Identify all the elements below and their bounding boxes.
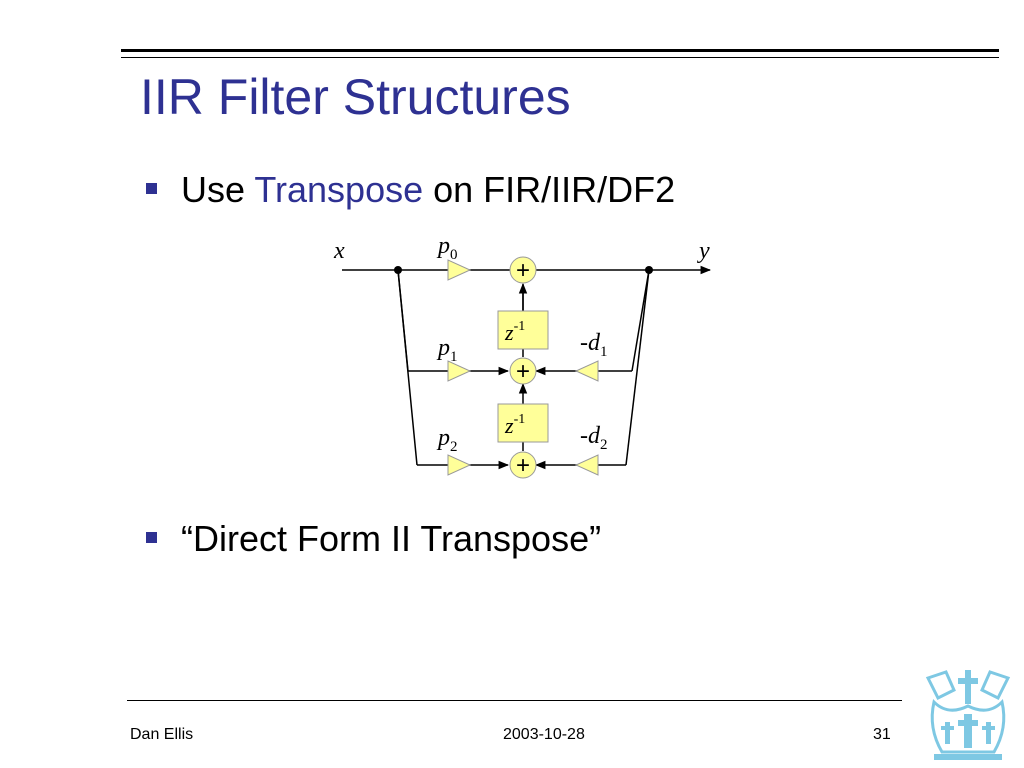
gain-label-p1: p1 (436, 335, 458, 365)
input-branch-2 (397, 269, 418, 466)
adder-2 (509, 451, 537, 479)
feedback-label-d2: -d2 (580, 423, 608, 453)
gain-triangle-d2 (574, 454, 599, 476)
gain-label-p2: p2 (436, 425, 458, 455)
output-label: y (697, 238, 710, 264)
footer-author: Dan Ellis (130, 726, 194, 743)
footer-date: 2003-10-28 (503, 726, 585, 743)
bullet-item-1: Use Transpose on FIR/IIR/DF2 (146, 172, 675, 208)
top-rule-thick (121, 49, 999, 52)
adder-0-symbol: + (516, 257, 530, 284)
input-label: x (333, 238, 345, 264)
gain-label-p0: p0 (436, 233, 458, 263)
footer-page-number: 31 (873, 726, 891, 743)
bullet-1-prefix: Use (181, 169, 255, 210)
feedback-branch-1 (631, 269, 650, 372)
gain-triangle-d1 (574, 360, 599, 382)
adder-1-symbol: + (516, 358, 530, 385)
adder-2-symbol: + (516, 452, 530, 479)
bullet-2-text: “Direct Form II Transpose” (181, 518, 602, 559)
bullet-square-icon (146, 182, 157, 194)
gain-triangle-p0 (447, 259, 472, 281)
footer-rule (127, 700, 902, 701)
columbia-crown-logo-icon (925, 670, 1011, 760)
adder-1 (509, 357, 537, 385)
feedback-branch-2 (625, 269, 650, 466)
slide-title: IIR Filter Structures (140, 69, 571, 125)
adder-0 (509, 256, 537, 284)
delay-box-2 (497, 403, 549, 443)
feedback-label-d1: -d1 (580, 330, 608, 360)
bullet-item-2: “Direct Form II Transpose” (146, 521, 601, 557)
delay-box-1 (497, 310, 549, 350)
delay-label-2: z-1 (504, 412, 525, 438)
gain-triangle-p2 (447, 454, 472, 476)
gain-triangle-p1 (447, 360, 472, 382)
delay-label-1: z-1 (504, 319, 525, 345)
filter-structure-diagram: + + + x y p0 p1 p2 -d1 -d2 z-1 z-1 (333, 233, 712, 479)
top-rule-thin (121, 57, 999, 58)
bullet-1-suffix: on FIR/IIR/DF2 (423, 169, 676, 210)
bullet-square-icon (146, 531, 157, 543)
bullet-1-highlight: Transpose (254, 169, 424, 210)
